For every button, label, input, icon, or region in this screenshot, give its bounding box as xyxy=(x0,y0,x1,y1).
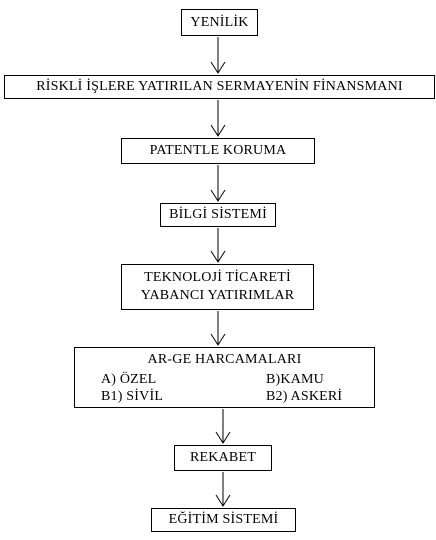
information-system-label: BİLGİ SİSTEMİ xyxy=(169,207,267,222)
rnd-private-label: A) ÖZEL xyxy=(101,372,157,387)
competition-label: REKABET xyxy=(190,450,256,465)
risk-capital-box: RİSKLİ İŞLERE YATIRILAN SERMAYENİN FİNAN… xyxy=(4,75,435,99)
arrow-7-icon xyxy=(215,472,231,507)
rnd-spending-title: AR-GE HARCAMALARI xyxy=(147,352,302,367)
yenilik-box: YENİLİK xyxy=(181,9,258,36)
arrow-2-icon xyxy=(210,100,226,137)
arrow-6-icon xyxy=(215,409,231,444)
technology-trade-label: TEKNOLOJİ TİCARETİ xyxy=(144,270,291,285)
rnd-military-label: B2) ASKERİ xyxy=(266,389,343,404)
patent-protection-box: PATENTLE KORUMA xyxy=(121,138,315,164)
arrow-3-icon xyxy=(210,165,226,202)
technology-trade-box: TEKNOLOJİ TİCARETİ YABANCI YATIRIMLAR xyxy=(121,264,314,310)
competition-box: REKABET xyxy=(174,445,272,471)
rnd-public-label: B)KAMU xyxy=(266,372,324,387)
rnd-spending-box: AR-GE HARCAMALARI A) ÖZEL B)KAMU B1) SİV… xyxy=(74,347,375,408)
information-system-box: BİLGİ SİSTEMİ xyxy=(160,203,276,227)
education-system-box: EĞİTİM SİSTEMİ xyxy=(151,508,296,532)
arrow-5-icon xyxy=(210,311,226,346)
risk-capital-label: RİSKLİ İŞLERE YATIRILAN SERMAYENİN FİNAN… xyxy=(36,79,403,94)
arrow-1-icon xyxy=(210,37,226,74)
arrow-4-icon xyxy=(210,228,226,263)
yenilik-label: YENİLİK xyxy=(190,14,249,30)
foreign-investment-label: YABANCI YATIRIMLAR xyxy=(140,288,295,303)
patent-protection-label: PATENTLE KORUMA xyxy=(149,143,287,158)
rnd-civil-label: B1) SİVİL xyxy=(101,389,164,404)
education-system-label: EĞİTİM SİSTEMİ xyxy=(168,512,279,527)
